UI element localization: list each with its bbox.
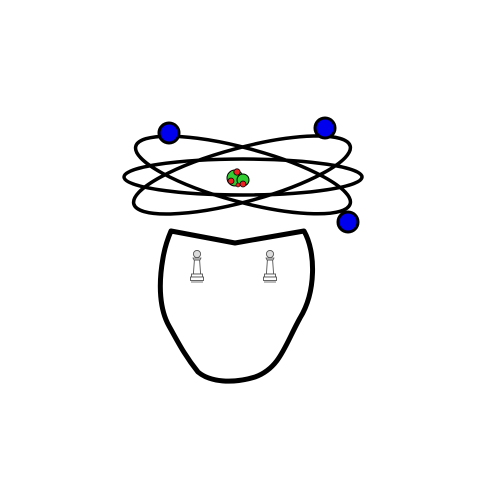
atom-icon bbox=[122, 116, 364, 234]
head-outline bbox=[157, 228, 315, 384]
right-eye-chess-pawn-icon bbox=[263, 249, 277, 283]
electron-top-right bbox=[313, 116, 337, 140]
orbit-tilted-left bbox=[133, 134, 353, 216]
orbit-tilted-right bbox=[131, 134, 353, 216]
nucleus bbox=[226, 168, 250, 188]
left-eye-chess-pawn-icon bbox=[190, 249, 204, 283]
electron-bottom-right bbox=[336, 210, 360, 234]
orbit-horizontal bbox=[122, 157, 364, 197]
electron-top-left bbox=[157, 121, 181, 145]
